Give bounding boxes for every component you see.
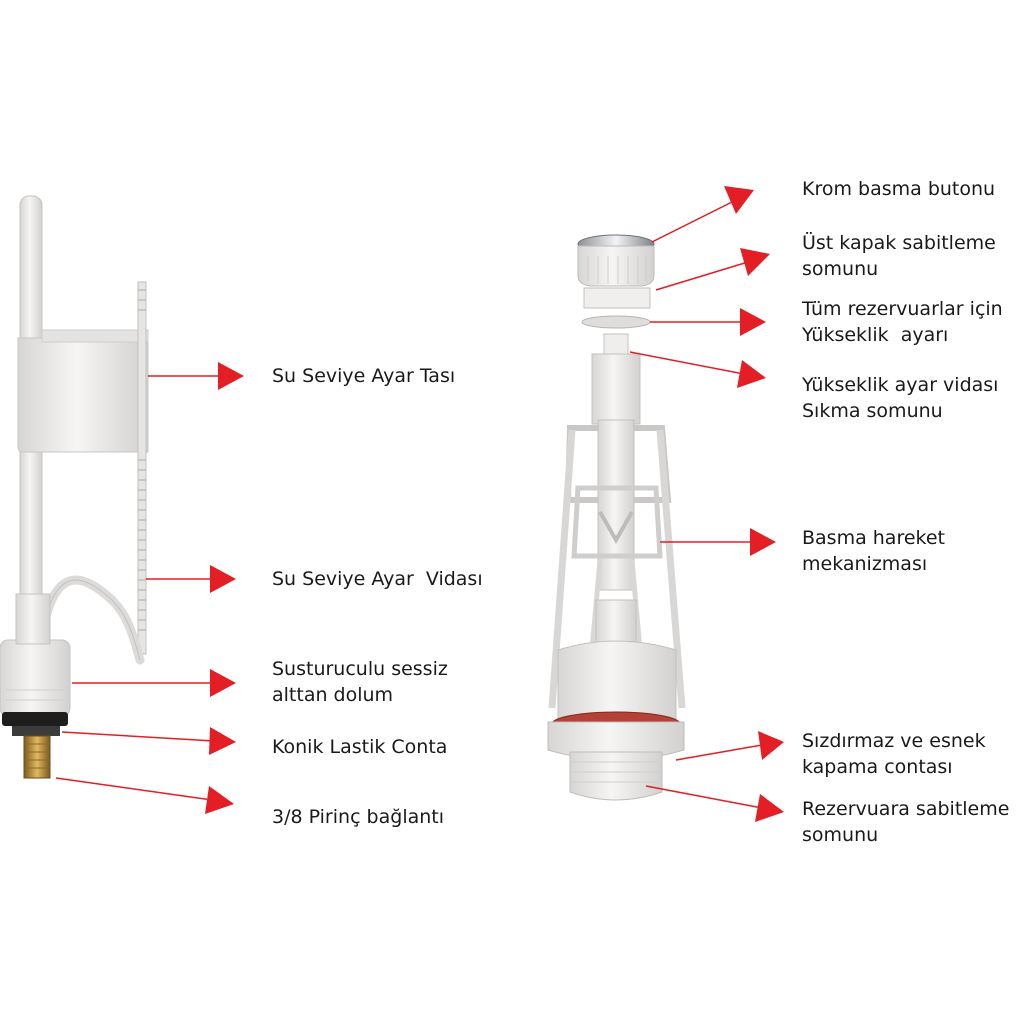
adjustment-rod (137, 281, 147, 655)
label-height-screw-nut: Yükseklik ayar vidası Sıkma somunu (802, 374, 999, 422)
fill-valve (0, 195, 149, 779)
arrow-brass (55, 777, 234, 814)
float-cup (17, 337, 149, 453)
label-height-adjust: Tüm rezervuarlar için Yükseklik ayarı (802, 298, 1003, 346)
arrow-height-adjust (650, 308, 766, 336)
arrow-seal (675, 731, 784, 761)
arrow-top-cover-nut (655, 248, 770, 291)
arrow-height-screw-nut (629, 351, 766, 388)
label-conical-gasket: Konik Lastik Conta (272, 736, 448, 758)
valve-body (0, 639, 71, 717)
label-top-cover-nut: Üst kapak sabitleme somunu (802, 232, 996, 280)
arrow-screw (146, 565, 236, 593)
conical-gasket-part (2, 712, 68, 726)
height-washer (581, 315, 651, 329)
arrow-conical-gasket (61, 727, 236, 755)
label-silent-fill: Susturuculu sessiz alttan dolum (272, 658, 448, 706)
label-chrome-button: Krom basma butonu (802, 178, 996, 200)
arrow-silent-fill (72, 669, 236, 697)
label-screw: Su Seviye Ayar Vidası (272, 568, 483, 590)
arrows-flush-valve (629, 186, 784, 822)
arrow-tank-nut (645, 785, 784, 822)
label-seal: Sızdırmaz ve esnek kapama contası (802, 730, 986, 778)
push-mechanism-part (571, 485, 663, 559)
flush-valve (547, 234, 686, 801)
tank-nut-part (569, 751, 663, 801)
arrow-float (148, 362, 244, 390)
arrow-chrome-button (651, 186, 754, 243)
label-tank-nut: Rezervuara sabitleme somunu (802, 798, 1010, 846)
arrows-fill-valve (55, 362, 244, 814)
label-brass: 3/8 Pirinç bağlantı (272, 806, 445, 828)
label-push-mechanism: Basma hareket mekanizması (802, 527, 946, 575)
brass-connector (23, 735, 51, 779)
label-float: Su Seviye Ayar Tası (272, 365, 456, 387)
arrow-push-mechanism (660, 528, 776, 556)
